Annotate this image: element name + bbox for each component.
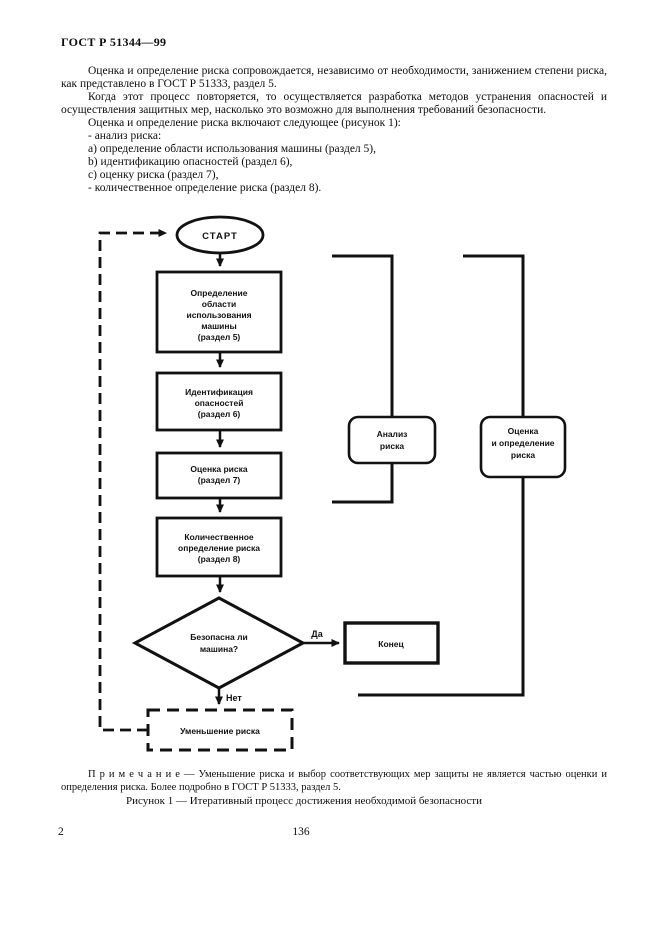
process-box-risk-evaluation-line: (раздел 7)	[198, 475, 241, 485]
process-box-scope-line: области	[202, 299, 236, 309]
paragraph: Оценка и определение риска включают след…	[88, 117, 401, 129]
list-item: - анализ риска:	[88, 130, 162, 142]
note-paragraph: П р и м е ч а н и е — Уменьшение риска и…	[61, 768, 607, 793]
process-box-scope-line: машины	[201, 321, 237, 331]
yes-label: Да	[311, 629, 323, 639]
process-box-risk-quantification-line: (раздел 8)	[198, 554, 241, 564]
process-box-scope-line: (раздел 5)	[198, 332, 241, 342]
page-number-left: 2	[58, 826, 64, 838]
process-box-hazards-line: (раздел 6)	[198, 409, 241, 419]
process-box-hazards-line: опасностей	[195, 398, 244, 408]
end-label: Конец	[378, 639, 404, 649]
process-box-risk-quantification-line: определение риска	[178, 543, 260, 553]
risk-assessment-label-line: риска	[511, 450, 535, 460]
risk-analysis-label-box	[347, 415, 437, 465]
no-label: Нет	[226, 693, 242, 703]
page-number-center: 136	[292, 826, 310, 838]
risk-analysis-bracket	[332, 254, 394, 504]
reduce-risk-label: Уменьшение риска	[180, 726, 260, 736]
risk-assessment-label-box	[479, 415, 567, 479]
decision-label-line: машина?	[200, 644, 238, 654]
risk-analysis-label-line: Анализ	[377, 429, 408, 439]
process-box-scope-line: использования	[186, 310, 251, 320]
risk-assessment-label-line: Оценка	[508, 426, 539, 436]
paragraph: Оценка и определение риска сопровождаетс…	[61, 65, 607, 90]
start-label: СТАРТ	[202, 231, 238, 242]
decision-diamond	[131, 596, 307, 690]
process-box-risk-evaluation	[155, 451, 283, 500]
process-box-risk-quantification-line: Количественное	[184, 532, 254, 542]
list-item: a) определение области использования маш…	[88, 143, 377, 155]
list-item: b) идентификацию опасностей (раздел 6),	[88, 156, 293, 168]
paragraph: Когда этот процесс повторяется, то осуще…	[61, 91, 607, 116]
process-box-risk-quantification	[155, 516, 283, 578]
risk-assessment-label-line: и определение	[491, 438, 554, 448]
process-box-risk-evaluation-line: Оценка риска	[190, 464, 247, 474]
body-text: Оценка и определение риска сопровождаетс…	[61, 65, 607, 195]
end-terminator	[343, 621, 440, 665]
process-box-hazards-line: Идентификация	[185, 387, 253, 397]
reduce-risk-box	[146, 708, 294, 752]
list-item: c) оценку риска (раздел 7),	[88, 169, 219, 181]
list-item: - количественное определение риска (разд…	[88, 182, 322, 194]
document-number: ГОСТ Р 51344—99	[61, 35, 167, 49]
risk-analysis-label-line: риска	[380, 441, 404, 451]
decision-label-line: Безопасна ли	[190, 632, 247, 642]
figure-caption: Рисунок 1 — Итеративный процесс достижен…	[126, 795, 482, 807]
feedback-dashed-connector	[98, 229, 167, 732]
process-box-scope-line: Определение	[191, 288, 248, 298]
process-box-scope	[155, 270, 283, 354]
